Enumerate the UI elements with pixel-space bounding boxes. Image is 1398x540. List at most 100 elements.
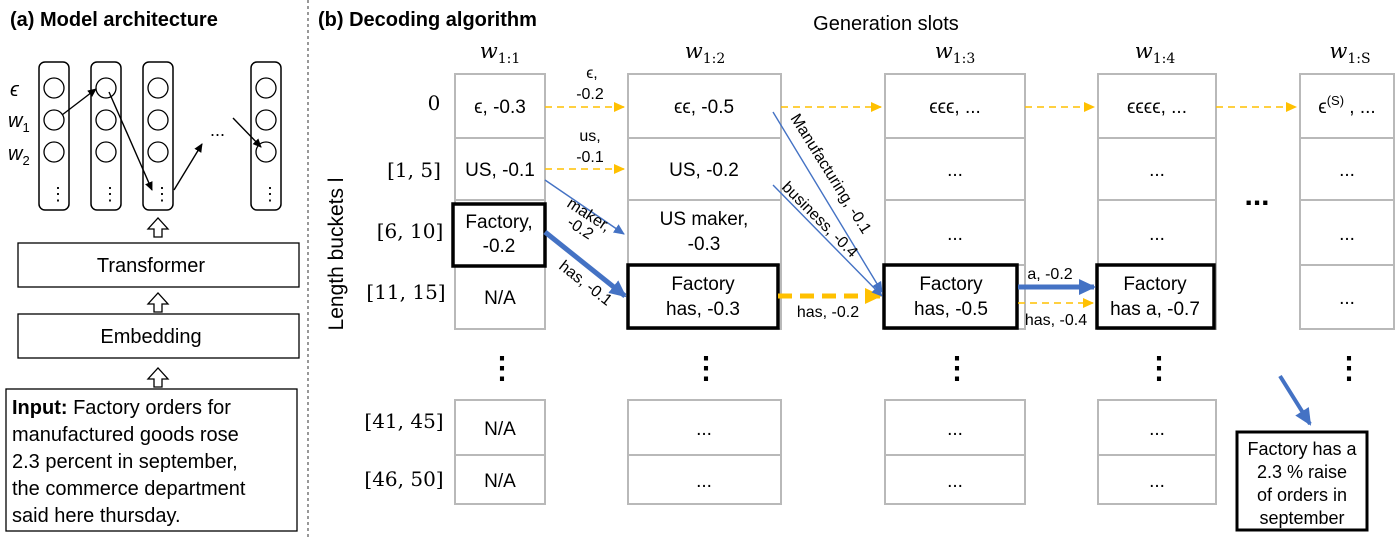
cell-c5-r2: ... xyxy=(1339,224,1355,245)
input-line-2: manufactured goods rose xyxy=(12,424,239,446)
edge-label-has-mid: has, -0.2 xyxy=(797,304,859,321)
edge-label-us-a: us, xyxy=(579,128,600,145)
edge-manufacturing-2-3 xyxy=(772,111,883,293)
vocab-columns: ⋮ ⋮ ⋮ ⋮ ... xyxy=(38,61,282,211)
output-line-4: september xyxy=(1259,508,1344,528)
row-label-11-15: [11, 15] xyxy=(366,280,445,304)
vdots-c2: ⋮ xyxy=(691,352,721,385)
output-line-3: of orders in xyxy=(1257,485,1347,505)
row-label-46-50: [46, 50] xyxy=(364,467,443,491)
cell-c5-r1: ... xyxy=(1339,160,1355,181)
cell-c3-r5: ... xyxy=(947,471,963,492)
edge-business-2-3 xyxy=(772,184,883,297)
embedding-label: Embedding xyxy=(100,326,201,348)
row-label-41-45: [41, 45] xyxy=(364,409,443,433)
edge-label-eps-a: ϵ, xyxy=(586,65,598,82)
cell-c4-r5: ... xyxy=(1149,471,1165,492)
col-header-1: w1:1 xyxy=(480,39,521,67)
embedding-block xyxy=(17,313,300,359)
vdots-c1: ⋮ xyxy=(487,352,517,385)
vdots-c5: ⋮ xyxy=(1334,352,1364,385)
cell-c1-r4: N/A xyxy=(484,419,516,440)
cell-c1-r2-line2: -0.2 xyxy=(483,236,516,257)
cell-c5-r3: ... xyxy=(1339,288,1355,309)
cell-c4-r2: ... xyxy=(1149,224,1165,245)
cell-c1-r5: N/A xyxy=(484,471,516,492)
cell-c1-r2-line1: Factory, xyxy=(465,212,532,233)
edge-maker-1-2 xyxy=(544,179,625,235)
cell-c2-r3-line2: has, -0.3 xyxy=(666,299,740,320)
col-header-4: w1:4 xyxy=(1135,39,1176,67)
input-line-3: 2.3 percent in september, xyxy=(12,451,238,473)
transformer-block xyxy=(17,242,300,288)
cell-c4-r3-line2: has a, -0.7 xyxy=(1110,299,1200,320)
slot-column-1: ϵ, -0.3 US, -0.1 Factory, -0.2 N/A N/A N… xyxy=(451,73,547,505)
vocab-column-2: ⋮ xyxy=(90,61,122,211)
row-label-6-10: [6, 10] xyxy=(377,219,444,243)
cell-c1-r0: ϵ, -0.3 xyxy=(474,97,526,118)
hdots-columns: ... xyxy=(1244,179,1269,212)
column-headers: w1:1 w1:2 w1:3 w1:4 w1:S xyxy=(480,39,1371,67)
cell-c3-r0: ϵϵϵ, ... xyxy=(929,97,981,118)
row-labels: 0 [1, 5] [6, 10] [11, 15] [41, 45] [46, … xyxy=(364,91,445,491)
flow-arrows xyxy=(146,217,170,388)
cell-c4-r1: ... xyxy=(1149,160,1165,181)
token-epsilon-label: ϵ xyxy=(10,79,20,101)
generation-slots-label: Generation slots xyxy=(813,13,959,35)
col-header-5: w1:S xyxy=(1329,39,1370,67)
vocab-column-1: ⋮ xyxy=(38,61,70,211)
svg-text:⋮: ⋮ xyxy=(261,184,279,204)
token-w2-label: w2 xyxy=(8,143,30,168)
blue-edges xyxy=(543,111,1312,426)
panel-b: (b) Decoding algorithm Generation slots … xyxy=(318,9,1395,532)
input-line-4: the commerce department xyxy=(12,478,246,500)
length-buckets-axis-label: Length buckets l xyxy=(325,178,348,331)
input-box xyxy=(5,388,298,532)
panel-a: (a) Model architecture ϵ w1 w2 ⋮ ⋮ xyxy=(5,9,300,532)
slot-column-5: ϵ(S) , ... ... ... ... ⋮ xyxy=(1299,73,1395,385)
cell-c4-r3-line1: Factory xyxy=(1123,274,1187,295)
output-line-2: 2.3 % raise xyxy=(1257,462,1347,482)
yellow-edges xyxy=(545,102,1297,308)
row-label-1-5: [1, 5] xyxy=(387,158,441,182)
edge-to-output xyxy=(1278,374,1312,426)
cell-c3-r2: ... xyxy=(947,224,963,245)
cell-c1-r1: US, -0.1 xyxy=(465,160,535,181)
cell-c1-r3: N/A xyxy=(484,288,516,309)
panel-a-title: (a) Model architecture xyxy=(10,9,218,31)
selection-arrows xyxy=(61,88,262,191)
vocab-column-4: ⋮ xyxy=(250,61,282,211)
edge-has-1-2 xyxy=(543,230,627,298)
edge-label-us-b: -0.1 xyxy=(576,149,604,166)
output-box: Factory has a 2.3 % raise of orders in s… xyxy=(1235,430,1369,532)
cell-c2-r2-line2: -0.3 xyxy=(688,234,721,255)
cell-c2-r3-line1: Factory xyxy=(671,274,735,295)
cell-c2-r2-line1: US maker, xyxy=(660,209,749,230)
input-line-1: Input: Factory orders for xyxy=(12,397,231,419)
col-header-3: w1:3 xyxy=(935,39,976,67)
input-line-5: said here thursday. xyxy=(12,505,181,527)
cell-c2-r0: ϵϵ, -0.5 xyxy=(674,97,734,118)
svg-text:⋮: ⋮ xyxy=(49,184,67,204)
cell-c4-r0: ϵϵϵϵ, ... xyxy=(1127,97,1187,118)
output-line-1: Factory has a xyxy=(1247,439,1357,459)
cell-c4-r4: ... xyxy=(1149,419,1165,440)
token-w1-label: w1 xyxy=(8,110,30,135)
row-label-0: 0 xyxy=(428,91,441,115)
slot-column-2: ϵϵ, -0.5 US, -0.2 US maker, -0.3 Factory… xyxy=(626,73,782,505)
cell-c2-r4: ... xyxy=(696,419,712,440)
cell-c5-r0: ϵ(S) , ... xyxy=(1318,93,1375,118)
cell-c3-r3-line2: has, -0.5 xyxy=(914,299,988,320)
edge-label-has-last: has, -0.4 xyxy=(1025,312,1087,329)
slot-column-3: ϵϵϵ, ... ... ... Factory has, -0.5 ... .… xyxy=(882,73,1026,505)
cell-c2-r5: ... xyxy=(696,471,712,492)
vdots-c3: ⋮ xyxy=(942,352,972,385)
cell-c2-r1: US, -0.2 xyxy=(669,160,739,181)
vocab-column-3: ⋮ xyxy=(142,61,174,211)
transformer-label: Transformer xyxy=(97,255,206,277)
vdots-c4: ⋮ xyxy=(1144,352,1174,385)
svg-text:⋮: ⋮ xyxy=(153,184,171,204)
cell-c3-r1: ... xyxy=(947,160,963,181)
cell-c3-r3-line1: Factory xyxy=(919,274,983,295)
